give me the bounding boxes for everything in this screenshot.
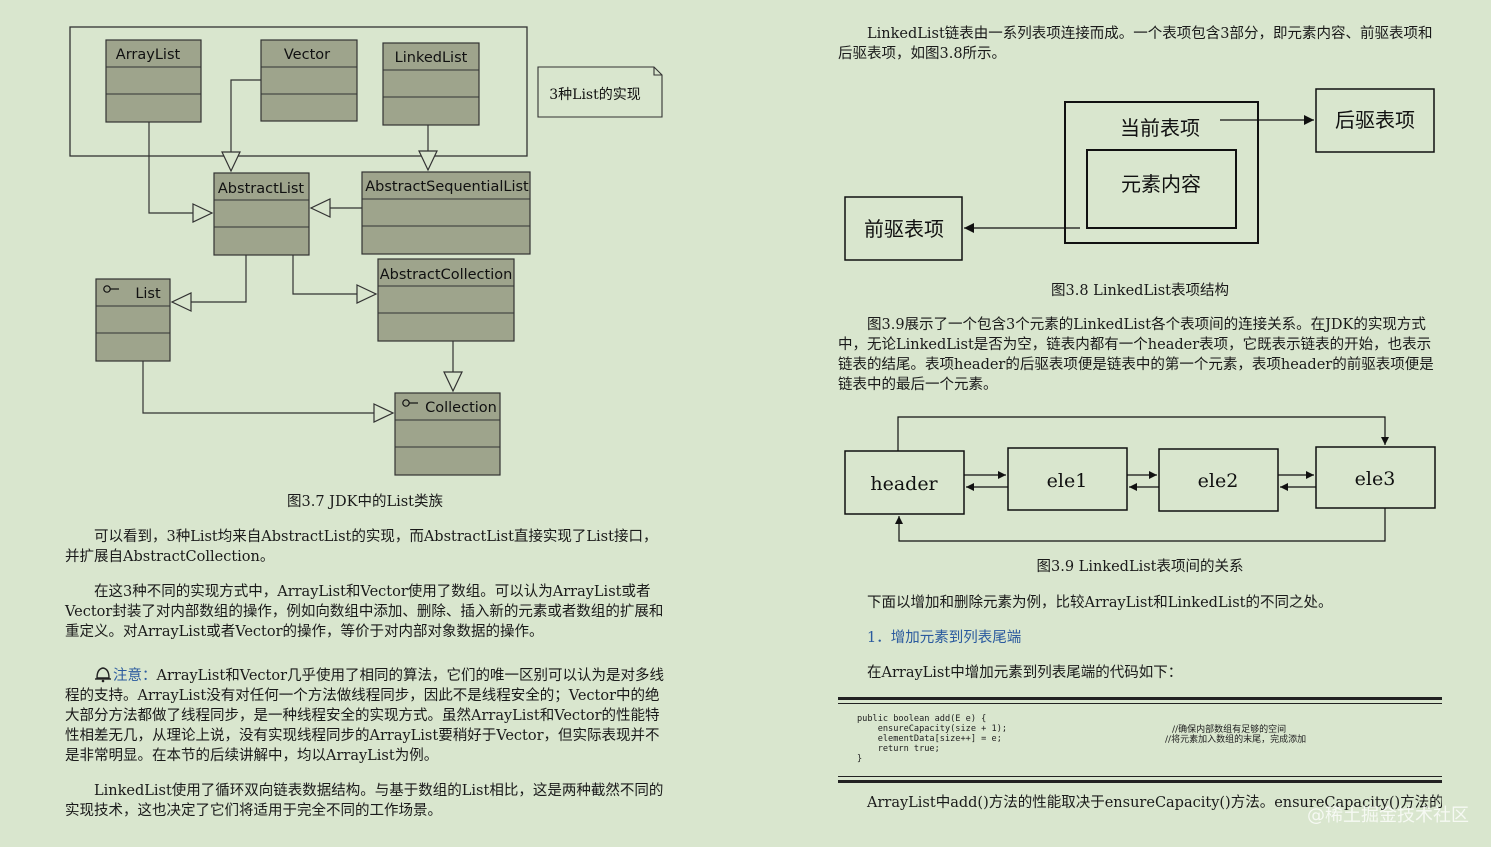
code-line: ensureCapacity(size + 1); [857,724,1008,734]
class-vector: Vector [260,39,358,122]
node-ele1: ele1 [1007,447,1128,511]
class-name: Vector [284,47,330,63]
section-heading-add-to-end: 1．增加元素到列表尾端 [867,630,1022,646]
note-label: 注意： [113,668,157,684]
prev-entry-label: 前驱表项 [864,217,944,241]
interface-collection: Collection [394,392,501,476]
paragraph-linkedlist: LinkedList使用了循环双向链表数据结构。与基于数组的List相比，这是两… [65,781,667,821]
figure-3-7-caption: 图3.7 JDK中的List类族 [287,494,443,510]
paragraph-text: LinkedList链表由一系列表项连接而成。一个表项包含3部分，即元素内容、前… [838,26,1433,62]
code-line: elementData[size++] = e; [857,734,1002,744]
class-name: AbstractCollection [380,267,513,283]
class-name: LinkedList [395,50,468,66]
class-abstractlist: AbstractList [213,172,310,256]
paragraph-text: 图3.9展示了一个包含3个元素的LinkedList各个表项间的连接关系。在JD… [838,317,1434,393]
paragraph-linkedlist-intro: LinkedList链表由一系列表项连接而成。一个表项包含3部分，即元素内容、前… [838,24,1442,64]
note-three-list-impls: 3种List的实现 [537,66,663,118]
prev-entry-box: 前驱表项 [844,196,963,261]
link-arrows [895,416,1389,542]
class-name: Collection [425,400,497,416]
code-frame [838,703,1442,777]
next-entry-box: 后驱表项 [1315,88,1435,153]
paragraph-inheritance: 可以看到，3种List均来自AbstractList的实现，而AbstractL… [65,527,667,567]
note-text: 3种List的实现 [549,87,641,103]
class-name: AbstractSequentialList [365,179,529,195]
node-label: ele1 [1047,470,1088,492]
paragraph-compare: 下面以增加和删除元素为例，比较ArrayList和LinkedList的不同之处… [838,593,1442,613]
node-label: ele2 [1198,470,1239,492]
uml-connectors [142,79,463,423]
paragraph-text: 在这3种不同的实现方式中，ArrayList和Vector使用了数组。可以认为A… [65,584,664,640]
paragraph-array-based: 在这3种不同的实现方式中，ArrayList和Vector使用了数组。可以认为A… [65,582,667,642]
code-comment: //确保内部数组有足够的空间 [1172,725,1287,735]
paragraph-fig39-explain: 图3.9展示了一个包含3个元素的LinkedList各个表项间的连接关系。在JD… [838,315,1442,395]
element-content-box: 元素内容 [1086,149,1237,229]
class-name: ArrayList [116,47,181,63]
node-ele3: ele3 [1315,446,1436,509]
paragraph-note: 注意：ArrayList和Vector几乎使用了相同的算法，它们的唯一区别可以认… [65,665,667,766]
paragraph-text: LinkedList使用了循环双向链表数据结构。与基于数组的List相比，这是两… [65,783,664,819]
code-block: public boolean add(E e) { ensureCapacity… [838,697,1442,783]
current-entry-label: 当前表项 [1120,116,1200,140]
class-abstractsequentiallist: AbstractSequentialList [361,171,531,255]
figure-3-9-caption: 图3.9 LinkedList表项间的关系 [1036,559,1244,575]
interface-list: List [95,278,171,362]
code-line: public boolean add(E e) { [857,714,987,724]
note-text: ArrayList和Vector几乎使用了相同的算法，它们的唯一区别可以认为是对… [65,668,665,764]
element-content-label: 元素内容 [1121,172,1201,196]
paragraph-add-performance: ArrayList中add()方法的性能取决于ensureCapacity()方… [838,793,1442,813]
code-line: } [857,754,863,764]
figure-3-8-caption: 图3.8 LinkedList表项结构 [1051,283,1229,299]
code-comment: //将元素加入数组的末尾，完成添加 [1165,735,1307,745]
current-entry-box: 当前表项 [1064,101,1259,244]
bell-icon [95,667,111,683]
paragraph-text: 在ArrayList中增加元素到列表尾端的代码如下： [867,665,1183,681]
watermark: @稀土掘金技术社区 [1307,805,1469,826]
class-arraylist: ArrayList [105,39,202,123]
class-abstractcollection: AbstractCollection [377,258,515,342]
class-linkedlist: LinkedList [382,42,480,126]
paragraph-text: 可以看到，3种List均来自AbstractList的实现，而AbstractL… [65,529,658,565]
node-ele2: ele2 [1158,448,1279,512]
figure-3-7-uml: ArrayList Vector LinkedList 3种List的实现 Ab… [69,26,663,476]
class-name: AbstractList [218,181,305,197]
node-header: header [844,450,965,515]
paragraph-code-intro: 在ArrayList中增加元素到列表尾端的代码如下： [838,663,1442,683]
node-label: header [870,473,938,495]
next-entry-label: 后驱表项 [1335,108,1415,132]
node-label: ele3 [1355,468,1396,490]
implementations-frame [69,26,528,157]
figure-3-9-node-links: header ele1 ele2 ele3 [844,416,1436,542]
class-name: List [135,286,161,302]
figure-3-8-entry-structure: 当前表项 元素内容 后驱表项 前驱表项 [844,88,1435,261]
paragraph-text: ArrayList中add()方法的性能取决于ensureCapacity()方… [867,795,1442,811]
paragraph-text: 下面以增加和删除元素为例，比较ArrayList和LinkedList的不同之处… [867,595,1333,611]
code-line: return true; [857,744,940,754]
